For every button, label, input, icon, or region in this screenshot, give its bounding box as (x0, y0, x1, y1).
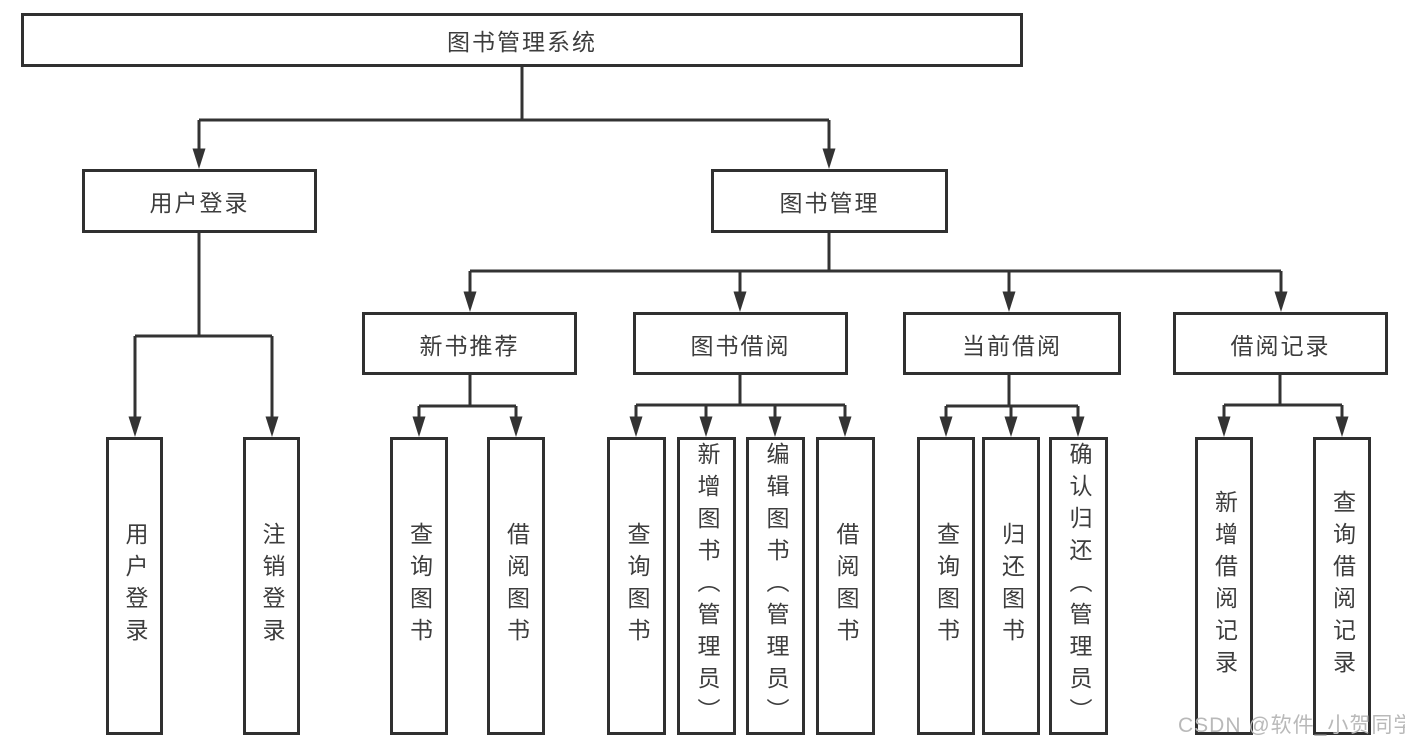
leaf-query-borrow-record: 查询借阅记录 (1313, 437, 1371, 735)
csdn-watermark: CSDN @软件_小贺同学 (1178, 714, 1405, 737)
leaf-borrow-query-book: 查询图书 (607, 437, 666, 735)
node-new-book-recommend: 新书推荐 (362, 312, 577, 375)
node-label: 注销登录 (259, 522, 285, 650)
node-label: 图书管理系统 (447, 29, 597, 55)
node-label: 查询图书 (933, 522, 960, 650)
node-label: 查询借阅记录 (1329, 490, 1356, 682)
node-book-borrow: 图书借阅 (633, 312, 848, 375)
leaf-newbook-borrow-book: 借阅图书 (487, 437, 545, 735)
node-current-borrow: 当前借阅 (903, 312, 1121, 375)
leaf-user-login: 用户登录 (106, 437, 163, 735)
node-label: 归还图书 (998, 522, 1025, 650)
leaf-add-book-admin: 新增图书（管理员） (677, 437, 736, 735)
node-label: 新增图书（管理员） (694, 442, 720, 730)
node-label: 借阅图书 (503, 522, 530, 650)
leaf-borrow-book: 借阅图书 (816, 437, 875, 735)
leaf-confirm-return-admin: 确认归还（管理员） (1049, 437, 1108, 735)
node-label: 借阅图书 (833, 522, 859, 650)
node-label: 编辑图书（管理员） (763, 442, 789, 730)
node-label: 用户登录 (149, 190, 250, 216)
leaf-return-book: 归还图书 (982, 437, 1040, 735)
node-user-login: 用户登录 (82, 169, 317, 233)
node-label: 图书管理 (779, 190, 880, 216)
node-book-management-system: 图书管理系统 (21, 13, 1023, 67)
node-label: 新书推荐 (419, 332, 520, 359)
leaf-current-query-book: 查询图书 (917, 437, 975, 735)
node-label: 借阅记录 (1230, 332, 1331, 359)
node-label: 用户登录 (122, 522, 148, 650)
node-borrow-record: 借阅记录 (1173, 312, 1388, 375)
node-label: 确认归还（管理员） (1066, 442, 1092, 730)
node-label: 查询图书 (624, 522, 650, 650)
leaf-add-borrow-record: 新增借阅记录 (1195, 437, 1253, 735)
node-label: 查询图书 (406, 522, 433, 650)
leaf-logout: 注销登录 (243, 437, 300, 735)
leaf-edit-book-admin: 编辑图书（管理员） (746, 437, 805, 735)
node-label: 图书借阅 (690, 332, 791, 359)
node-label: 新增借阅记录 (1211, 490, 1238, 682)
node-label: 当前借阅 (962, 332, 1062, 359)
leaf-newbook-query-book: 查询图书 (390, 437, 448, 735)
node-book-management: 图书管理 (711, 169, 948, 233)
